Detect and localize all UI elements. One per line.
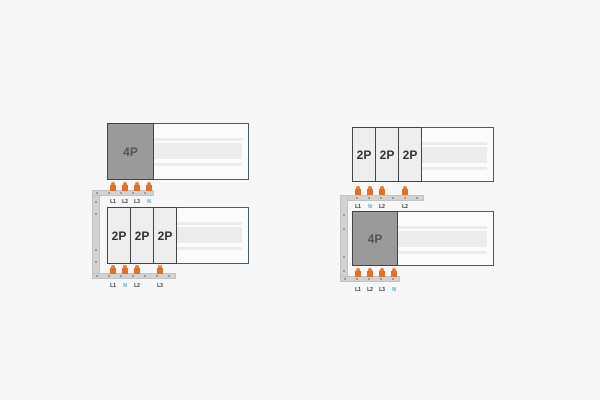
breaker-2p[interactable]: 2P (398, 127, 422, 182)
phase-label: L2 (402, 204, 408, 210)
busbar-top (340, 195, 424, 201)
breaker-2p[interactable]: 2P (130, 207, 154, 264)
connector-pin (157, 265, 163, 274)
din-rail (419, 127, 494, 182)
breaker-4p[interactable]: 4P (352, 211, 398, 266)
phase-label: L1 (355, 287, 361, 293)
breaker-2p[interactable]: 2P (352, 127, 376, 182)
connector-pin (134, 265, 140, 274)
connector-pin (367, 186, 373, 195)
connector-pin (110, 182, 116, 191)
phase-label: L2 (134, 283, 140, 289)
breaker-2p[interactable]: 2P (107, 207, 131, 264)
phase-label: L1 (355, 204, 361, 210)
connector-pin (379, 186, 385, 195)
phase-label: L2 (122, 199, 128, 205)
phase-label: L1 (110, 283, 116, 289)
breaker-2p[interactable]: 2P (375, 127, 399, 182)
connector-pin (379, 268, 385, 277)
neutral-label: N (368, 204, 372, 210)
vertical-busbar (92, 190, 100, 278)
connector-pin (355, 268, 361, 277)
phase-label: L3 (379, 287, 385, 293)
connector-pin (391, 268, 397, 277)
neutral-label: N (147, 199, 151, 205)
phase-label: L3 (134, 199, 140, 205)
connector-pin (367, 268, 373, 277)
left-assembly: 4P L1 L2 L3 N 2P 2P 2P L1 N L2 L3 (92, 123, 249, 289)
din-rail (152, 123, 249, 180)
connector-pin (122, 182, 128, 191)
breaker-2p[interactable]: 2P (153, 207, 177, 264)
connector-pin (146, 182, 152, 191)
busbar-bottom (340, 276, 400, 282)
neutral-label: N (123, 283, 127, 289)
connector-pin (355, 186, 361, 195)
phase-label: L3 (157, 283, 163, 289)
connector-pin (134, 182, 140, 191)
connector-pin (402, 186, 408, 195)
breaker-4p[interactable]: 4P (107, 123, 154, 180)
neutral-label: N (392, 287, 396, 293)
connector-pin (122, 265, 128, 274)
phase-label: L1 (110, 199, 116, 205)
phase-label: L2 (367, 287, 373, 293)
phase-label: L2 (379, 204, 385, 210)
vertical-busbar (340, 195, 348, 281)
din-rail (175, 207, 249, 264)
din-rail (396, 211, 494, 266)
connector-pin (110, 265, 116, 274)
